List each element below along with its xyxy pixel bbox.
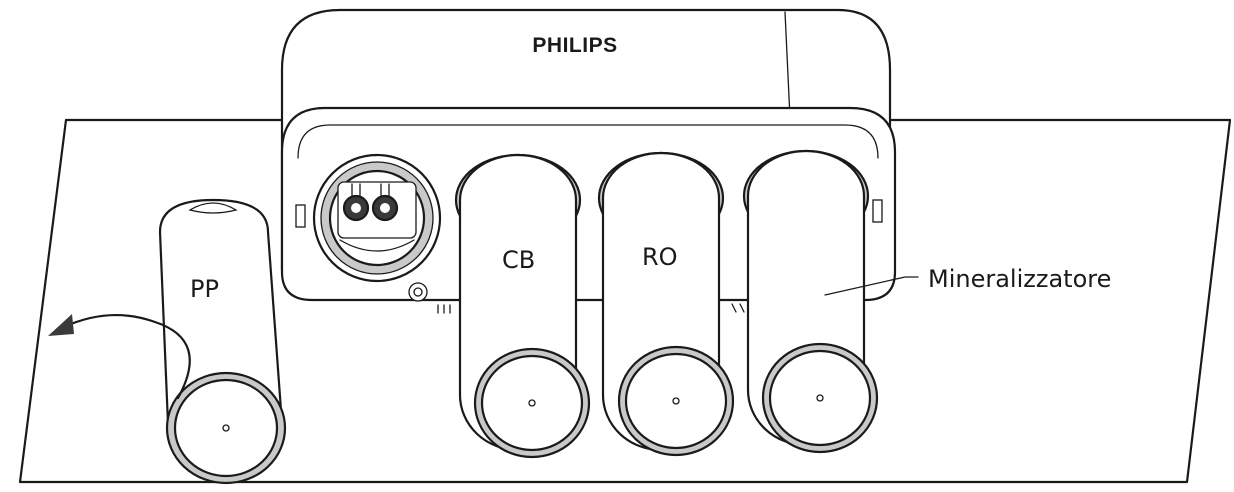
ro-filter (597, 151, 735, 457)
cb-label: CB (502, 246, 535, 274)
mineral-leader-line (824, 276, 919, 296)
pp-socket (312, 153, 442, 283)
pp-label: PP (190, 275, 219, 303)
mineral-filter (742, 149, 879, 454)
brand-logo: PHILIPS (532, 34, 617, 57)
rotation-arrow (48, 314, 191, 400)
pp-filter (158, 198, 287, 485)
cb-filter (454, 153, 591, 459)
mineral-label: Mineralizzatore (928, 265, 1111, 293)
ro-label: RO (642, 243, 678, 271)
